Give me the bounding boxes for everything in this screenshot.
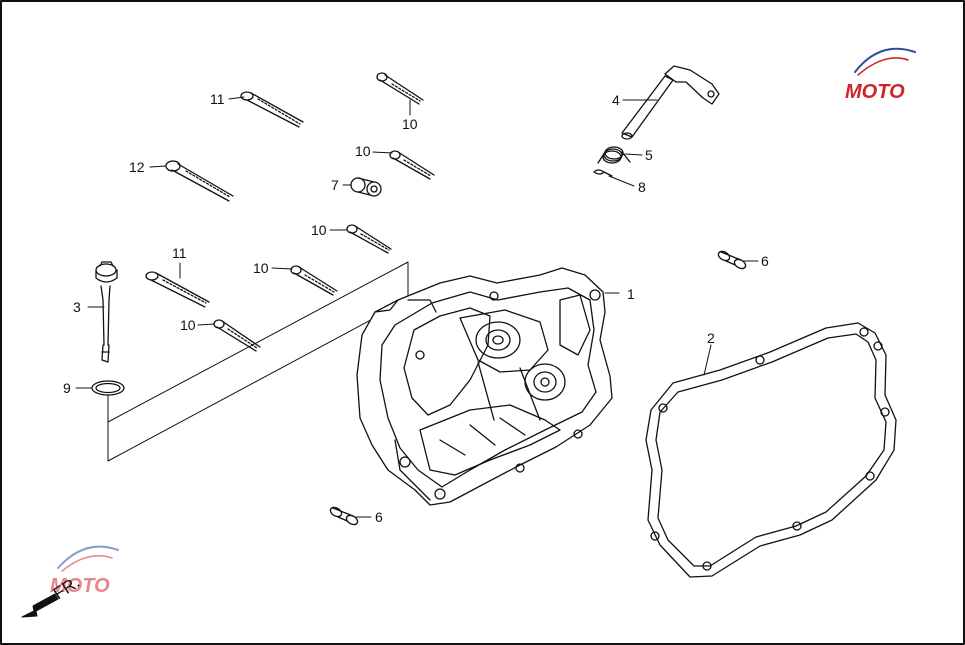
callout-12: 12 (129, 159, 145, 175)
arrow-down-left-icon (21, 593, 59, 618)
callout-5: 5 (645, 147, 653, 163)
callout-10-lower: 10 (180, 317, 196, 333)
callout-6-bottom: 6 (375, 509, 383, 525)
bolt-12 (165, 160, 234, 202)
crankcase-cover-1 (356, 267, 613, 506)
spring-5 (597, 146, 631, 164)
callout-10-upper: 10 (355, 143, 371, 159)
callout-2: 2 (707, 330, 715, 346)
oil-dipstick-3 (95, 261, 118, 363)
callout-11-lower: 11 (172, 245, 187, 261)
watermark-text-bottom: MOTO (50, 575, 110, 597)
callout-3: 3 (73, 299, 81, 315)
callout-10-top: 10 (402, 116, 418, 132)
moto-logo-icon: MOTO (845, 47, 916, 103)
shaft-4 (621, 65, 720, 140)
callout-4: 4 (612, 92, 620, 108)
o-ring-9 (91, 380, 125, 396)
bolt-10-lower (213, 319, 261, 352)
callout-labels: 1 2 3 4 5 6 6 7 8 9 10 10 10 10 10 11 11… (63, 91, 769, 525)
callout-11-top: 11 (210, 91, 225, 107)
bolt-11-lower (145, 271, 210, 308)
callout-8: 8 (638, 179, 646, 195)
collar-7 (350, 177, 382, 197)
dowel-pin-6-right (717, 250, 747, 270)
gasket-2 (645, 322, 897, 578)
moto-logo-icon: MOTO (50, 545, 119, 597)
leader-lines (75, 96, 759, 518)
clip-8 (593, 169, 613, 177)
bolt-11-top (240, 91, 304, 128)
bolt-10-left (290, 265, 338, 296)
callout-1: 1 (627, 286, 635, 302)
watermark-text-top: MOTO (845, 81, 905, 103)
bolt-10-upper (389, 150, 435, 180)
callout-9: 9 (63, 380, 71, 396)
callout-10-left: 10 (253, 260, 269, 276)
callout-6-right: 6 (761, 253, 769, 269)
callout-10-mid: 10 (311, 222, 327, 238)
bolt-10-mid (346, 224, 392, 254)
callout-7: 7 (331, 177, 339, 193)
bolt-10-top (376, 72, 424, 105)
dowel-pin-6-bottom (329, 506, 359, 526)
